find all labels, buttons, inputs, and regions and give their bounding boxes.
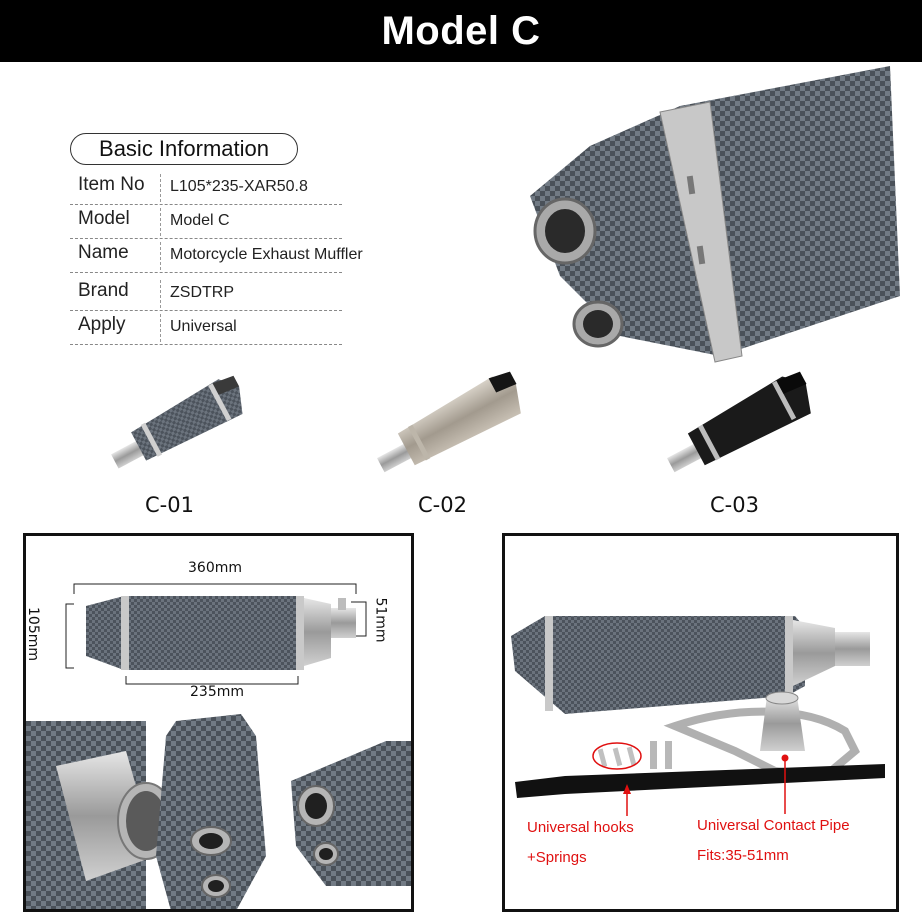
dimensions-panel: 360mm 235mm 105mm 51mm: [23, 533, 414, 912]
info-separator: [160, 242, 161, 270]
muffler-hero-image: [530, 66, 900, 363]
springs-label: +Springs: [527, 849, 587, 866]
info-value: Model C: [170, 212, 230, 229]
closeup-outlet-left: [26, 721, 175, 909]
muffler-variant-c03-image: [667, 371, 811, 473]
info-separator: [160, 314, 161, 342]
info-label: Model: [78, 208, 130, 229]
variant-label-c02: C-02: [418, 493, 467, 517]
accessories-drawing: [511, 616, 885, 816]
hooks-and-springs: [597, 741, 672, 769]
info-row-model: Model Model C: [70, 204, 342, 239]
height-dimension-label: 105mm: [25, 607, 41, 661]
contact-pipe-fit-label: Fits:35-51mm: [697, 847, 789, 864]
variant-label-c01: C-01: [145, 493, 194, 517]
variant-label-c03: C-03: [710, 493, 759, 517]
info-value: Motorcycle Exhaust Muffler: [170, 246, 363, 263]
info-row-item-no: Item No L105*235-XAR50.8: [70, 170, 342, 205]
info-value: Universal: [170, 318, 237, 335]
info-label: Item No: [78, 174, 145, 195]
info-value: ZSDTRP: [170, 284, 234, 301]
info-label: Name: [78, 242, 129, 263]
body-length-dimension-label: 235mm: [190, 684, 244, 700]
basic-info-title: Basic Information: [70, 133, 298, 165]
info-row-brand: Brand ZSDTRP: [70, 276, 342, 311]
page-title: Model C: [381, 8, 541, 53]
length-dimension-label: 360mm: [188, 560, 242, 576]
muffler-dimensions-drawing: [26, 583, 411, 909]
info-row-apply: Apply Universal: [70, 310, 342, 345]
info-label: Apply: [78, 314, 126, 335]
closeup-front: [156, 714, 266, 909]
info-separator: [160, 208, 161, 236]
info-label: Brand: [78, 280, 129, 301]
inlet-dimension-label: 51mm: [372, 597, 389, 643]
info-separator: [160, 174, 161, 202]
closeup-side: [291, 741, 411, 886]
contact-pipe-label: Universal Contact Pipe: [697, 817, 850, 834]
muffler-variant-c01-image: [111, 375, 243, 469]
hooks-label: Universal hooks: [527, 819, 634, 836]
header-bar: Model C: [0, 0, 922, 62]
accessories-panel: Universal hooks +Springs Universal Conta…: [502, 533, 899, 912]
info-value: L105*235-XAR50.8: [170, 178, 308, 195]
basic-info-title-text: Basic Information: [99, 136, 269, 161]
muffler-variant-c02-image: [377, 371, 521, 473]
info-separator: [160, 280, 161, 308]
info-row-name: Name Motorcycle Exhaust Muffler: [70, 238, 363, 273]
